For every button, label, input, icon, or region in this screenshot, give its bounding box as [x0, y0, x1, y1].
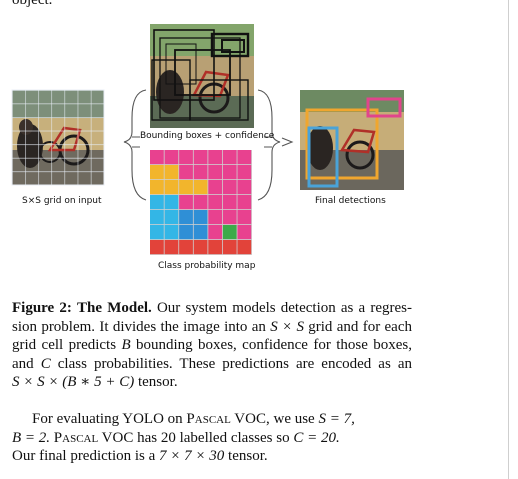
caption-figure-number: Figure 2:	[12, 300, 72, 316]
class-cell	[222, 180, 237, 195]
class-cell	[208, 210, 223, 225]
class-cell	[208, 180, 223, 195]
body-line-2b: has 20 labelled classes so	[133, 429, 294, 446]
caption-line-3a: grid cell predicts	[12, 337, 122, 353]
class-cell	[164, 150, 179, 165]
class-cell	[179, 180, 193, 195]
body-line-1a: For evaluating YOLO on	[32, 411, 187, 427]
bbox-label: Bounding boxes + confidence	[140, 131, 275, 141]
class-cell	[222, 240, 237, 255]
class-cell	[193, 150, 208, 165]
body-math-s: S = 7,	[318, 411, 355, 427]
class-cell	[193, 240, 208, 255]
body-pascal-voc-2: Pascal VOC	[53, 429, 134, 446]
class-map-label: Class probability map	[158, 261, 256, 271]
class-cell	[193, 165, 208, 180]
class-cell	[179, 195, 193, 210]
body-math-b: B = 2.	[12, 429, 51, 446]
class-cell	[222, 225, 237, 240]
body-line-3a: Our final prediction is a	[12, 448, 160, 464]
class-cell	[193, 195, 208, 210]
bounding-boxes-image	[150, 24, 254, 128]
caption-line-1: Our system models detection as a regres-	[151, 300, 413, 316]
split-arrow	[123, 89, 147, 201]
caption-math-grid: S × S	[270, 318, 304, 335]
class-cell	[164, 240, 179, 255]
caption-title: The Model.	[77, 300, 152, 316]
class-cell	[222, 210, 237, 225]
final-detections-image	[300, 90, 404, 190]
caption-line-4a: and	[12, 355, 41, 372]
caption-line-5b: tensor.	[134, 374, 178, 390]
caption-math-c: C	[40, 355, 51, 372]
body-math-tensor: 7 × 7 × 30	[159, 448, 225, 464]
class-cell	[164, 195, 179, 210]
caption-line-2b: grid and for each	[303, 318, 412, 335]
class-cell	[150, 240, 164, 255]
class-cell	[208, 225, 223, 240]
input-grid-image	[11, 89, 105, 186]
body-line-3b: tensor.	[224, 448, 268, 464]
class-cell	[150, 195, 164, 210]
class-cell	[179, 240, 193, 255]
class-cell	[237, 225, 252, 240]
class-cell	[150, 210, 164, 225]
yolo-model-figure: S×S grid on input Bounding boxes + confi…	[11, 24, 404, 271]
class-cell	[208, 240, 223, 255]
class-cell	[193, 210, 208, 225]
class-cell	[150, 165, 164, 180]
class-cell	[193, 180, 208, 195]
class-cell	[222, 165, 237, 180]
caption-math-tensor: S × S × (B ∗ 5 + C)	[12, 374, 135, 390]
input-grid-label: S×S grid on input	[22, 196, 102, 206]
caption-math-b: B	[121, 337, 131, 353]
class-cell	[164, 165, 179, 180]
class-cell	[179, 225, 193, 240]
class-cell	[222, 150, 237, 165]
class-cell	[179, 150, 193, 165]
caption-line-4b: class probabilities. These predictions a…	[50, 355, 412, 372]
class-cell	[150, 225, 164, 240]
class-cell	[164, 225, 179, 240]
caption-line-3b: bounding boxes, confidence for those box…	[130, 337, 412, 353]
final-detections-label: Final detections	[315, 196, 386, 206]
class-cell	[237, 210, 252, 225]
class-cell	[237, 150, 252, 165]
body-paragraph: For evaluating YOLO on Pascal VOC, we us…	[12, 410, 412, 466]
class-cell	[237, 240, 252, 255]
figure-caption: Figure 2: The Model. Our system models d…	[12, 299, 412, 392]
caption-line-2a: sion problem. It divides the image into …	[12, 318, 271, 335]
merge-arrow	[257, 89, 294, 201]
body-math-c: C = 20.	[293, 429, 340, 446]
class-cell	[237, 180, 252, 195]
class-cell	[208, 150, 223, 165]
class-cell	[222, 195, 237, 210]
class-cell	[164, 210, 179, 225]
class-cell	[208, 165, 223, 180]
class-cell	[179, 210, 193, 225]
truncated-previous-text: object.	[12, 0, 53, 8]
class-cell	[179, 165, 193, 180]
body-pascal-voc-1: Pascal VOC	[186, 411, 266, 427]
class-cell	[237, 165, 252, 180]
body-line-1b: , we use	[265, 411, 319, 427]
class-cell	[150, 150, 164, 165]
class-cell	[208, 195, 223, 210]
class-cell	[237, 195, 252, 210]
class-cell	[193, 225, 208, 240]
class-cell	[150, 180, 164, 195]
class-cell	[164, 180, 179, 195]
column-divider	[508, 0, 509, 479]
